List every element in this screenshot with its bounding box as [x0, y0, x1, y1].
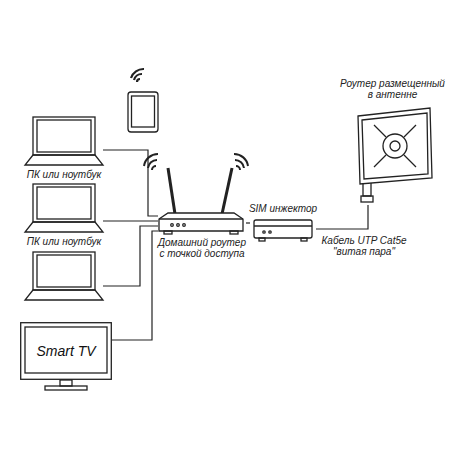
- laptop-icon-outline: [25, 115, 103, 165]
- tv-stand: [45, 386, 87, 390]
- wifi-icon: [234, 154, 248, 170]
- router-antenna: [222, 168, 232, 214]
- network-cable: [246, 222, 250, 223]
- router-antenna: [168, 168, 175, 214]
- wifi-icon: [131, 69, 144, 82]
- device-label: Роутер размещенный в антенне: [340, 78, 445, 100]
- smart-tv: Smart TV: [20, 322, 112, 380]
- screen-text: Smart TV: [20, 322, 112, 380]
- network-cable: [316, 205, 368, 229]
- antenna-router: Роутер размещенный в антенне: [340, 78, 445, 205]
- tablet-screen: [132, 96, 155, 127]
- sim-injector: SIM инжектор: [250, 203, 316, 243]
- device-label: ПК или ноутбук: [21, 169, 107, 180]
- network-cable: [103, 150, 158, 216]
- device-label: SIM инжектор: [244, 203, 322, 214]
- device-label: ПК или ноутбук: [21, 236, 107, 247]
- home-router-outline: [158, 205, 246, 235]
- laptop-icon-outline: [25, 182, 103, 232]
- cable-label: Кабель UTP Cat5e "витая пара": [318, 235, 410, 257]
- device-label: Домашний роутер с точкой доступа: [156, 237, 248, 259]
- laptop-icon: ПК или ноутбук: [25, 115, 103, 183]
- home-router: Домашний роутер с точкой доступа: [158, 205, 246, 267]
- network-cable: [112, 231, 158, 340]
- laptop-icon: ПК или ноутбук: [25, 182, 103, 250]
- laptop-icon: [25, 252, 103, 300]
- tv-stand: [60, 380, 72, 386]
- network-cable: [103, 220, 158, 221]
- tablet-icon: [128, 92, 158, 132]
- wifi-icon: [144, 154, 158, 170]
- network-wire: [103, 226, 158, 286]
